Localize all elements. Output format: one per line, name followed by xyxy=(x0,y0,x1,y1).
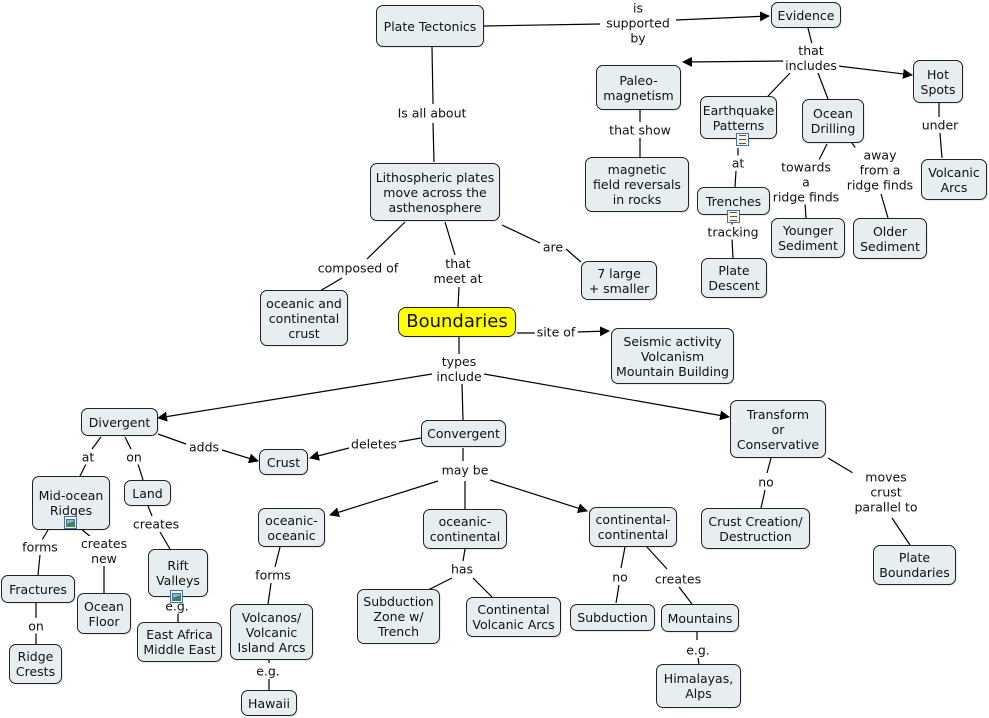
link-moves-crust: moves crust parallel to xyxy=(852,469,920,515)
link-at-ridges: at xyxy=(79,449,97,465)
node-volcanic-arcs-hotspot[interactable]: Volcanic Arcs xyxy=(921,159,987,200)
node-volcanos-island-arcs[interactable]: Volcanos/ Volcanic Island Arcs xyxy=(230,604,313,660)
node-mountains[interactable]: Mountains xyxy=(661,604,739,632)
link-adds: adds xyxy=(186,439,222,455)
node-land[interactable]: Land xyxy=(124,480,171,506)
node-east-africa[interactable]: East Africa Middle East xyxy=(137,622,222,662)
node-plate-boundaries[interactable]: Plate Boundaries xyxy=(873,545,956,585)
link-no-crust: no xyxy=(756,474,776,490)
link-deletes: deletes xyxy=(349,436,399,452)
node-lithospheric-plates[interactable]: Lithospheric plates move across the asth… xyxy=(370,163,500,221)
link-is-all-about: Is all about xyxy=(395,105,469,121)
node-continental-continental[interactable]: continental- continental xyxy=(589,507,677,547)
node-crust[interactable]: Crust xyxy=(259,449,308,475)
node-younger-sediment[interactable]: Younger Sediment xyxy=(771,218,845,258)
node-earthquake-patterns[interactable]: Earthquake Patterns xyxy=(700,96,777,139)
link-on-ridge: on xyxy=(26,618,46,634)
node-fractures[interactable]: Fractures xyxy=(1,575,75,603)
link-that-meet-at: that meet at xyxy=(431,256,485,286)
node-older-sediment[interactable]: Older Sediment xyxy=(853,218,927,259)
node-hot-spots[interactable]: Hot Spots xyxy=(913,60,963,103)
link-eg-himalayas: e.g. xyxy=(684,642,712,658)
node-plate-descent[interactable]: Plate Descent xyxy=(701,258,767,298)
node-ocean-drilling[interactable]: Ocean Drilling xyxy=(802,99,864,143)
link-types-include: types include xyxy=(434,354,484,384)
node-oceanic-continental[interactable]: oceanic- continental xyxy=(423,509,507,549)
link-may-be: may be xyxy=(439,462,491,478)
link-site-of: site of xyxy=(534,324,578,340)
node-boundaries[interactable]: Boundaries xyxy=(398,307,516,337)
node-ridge-crests[interactable]: Ridge Crests xyxy=(9,644,62,684)
node-subduction[interactable]: Subduction xyxy=(570,604,655,631)
link-away-ridge: away from a ridge finds xyxy=(844,147,916,193)
node-crust-creation[interactable]: Crust Creation/ Destruction xyxy=(701,508,810,549)
node-evidence[interactable]: Evidence xyxy=(771,2,841,28)
image-icon[interactable] xyxy=(64,516,77,529)
document-icon[interactable] xyxy=(727,210,740,223)
node-hawaii[interactable]: Hawaii xyxy=(241,690,297,716)
node-divergent[interactable]: Divergent xyxy=(81,408,158,436)
link-forms-fractures: forms xyxy=(20,539,60,555)
node-convergent[interactable]: Convergent xyxy=(421,420,506,447)
node-rift-valleys[interactable]: Rift Valleys xyxy=(148,549,208,597)
link-composed-of: composed of xyxy=(315,260,401,276)
link-creates-new: creates new xyxy=(78,536,130,566)
node-ocean-floor[interactable]: Ocean Floor xyxy=(77,593,131,634)
document-icon[interactable] xyxy=(736,133,749,146)
link-is-supported-by: is supported by xyxy=(604,0,672,46)
node-seven-large[interactable]: 7 large + smaller xyxy=(581,261,657,300)
link-creates-rift: creates xyxy=(130,516,182,532)
link-eg-hawaii: e.g. xyxy=(254,663,282,679)
link-that-includes: that includes xyxy=(783,43,839,73)
image-icon[interactable] xyxy=(170,590,183,603)
node-subduction-zone[interactable]: Subduction Zone w/ Trench xyxy=(357,589,440,644)
link-creates-mountains: creates xyxy=(652,571,704,587)
node-plate-tectonics[interactable]: Plate Tectonics xyxy=(376,5,484,47)
node-magnetic-reversals[interactable]: magnetic field reversals in rocks xyxy=(585,157,689,212)
node-oceanic-continental-crust[interactable]: oceanic and continental crust xyxy=(260,290,348,346)
link-on-land: on xyxy=(124,449,144,465)
link-under: under xyxy=(919,117,961,133)
node-continental-volcanic-arcs[interactable]: Continental Volcanic Arcs xyxy=(466,597,561,637)
link-forms-volcanos: forms xyxy=(253,567,293,583)
link-has: has xyxy=(448,561,476,577)
link-at-trenches: at xyxy=(729,155,747,171)
link-that-show: that show xyxy=(607,122,673,138)
link-no-subduction: no xyxy=(610,569,630,585)
node-seismic-activity[interactable]: Seismic activity Volcanism Mountain Buil… xyxy=(611,328,734,384)
node-paleomagnetism[interactable]: Paleo- magnetism xyxy=(596,65,681,110)
link-are: are xyxy=(540,239,566,255)
node-transform[interactable]: Transform or Conservative xyxy=(730,400,826,458)
node-oceanic-oceanic[interactable]: oceanic- oceanic xyxy=(258,508,325,547)
link-tracking: tracking xyxy=(705,224,761,240)
node-himalayas[interactable]: Himalayas, Alps xyxy=(656,664,741,708)
link-towards-ridge: towards a ridge finds xyxy=(770,159,842,205)
